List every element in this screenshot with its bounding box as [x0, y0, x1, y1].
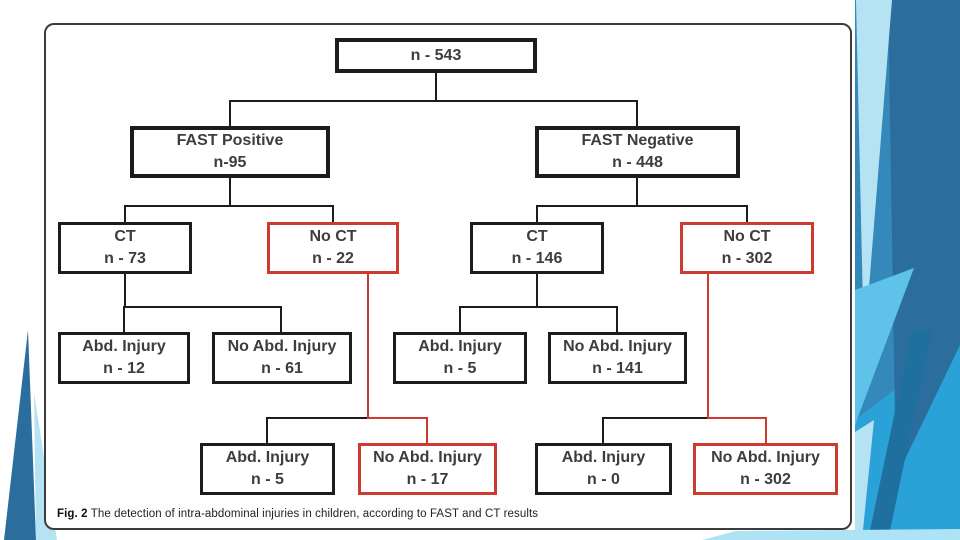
node-count: n-95: [213, 154, 247, 171]
flow-node-fp-no-ct: No CT n - 22: [267, 222, 399, 274]
flow-node-fn-ct-injury: Abd. Injury n - 5: [393, 332, 527, 384]
node-count: n - 302: [721, 250, 773, 267]
flow-node-fn-no-ct: No CT n - 302: [680, 222, 814, 274]
node-label: No CT: [309, 228, 357, 246]
node-count: n - 5: [443, 360, 477, 377]
connector-fp-noct-red-horizontal: [367, 417, 428, 419]
flow-node-fn-no-ct-injury: Abd. Injury n - 0: [535, 443, 672, 495]
node-count: n - 73: [104, 250, 146, 267]
connector-fn-noct-black-horizontal: [602, 417, 709, 419]
connector-fnct-down: [536, 273, 538, 308]
node-count: n - 0: [587, 471, 620, 488]
node-label: No Abd. Injury: [563, 338, 672, 356]
flow-node-fast-negative: FAST Negative n - 448: [535, 126, 740, 178]
connector-root-stub: [435, 71, 437, 102]
node-count: n - 12: [103, 360, 145, 377]
node-label: No Abd. Injury: [227, 338, 337, 356]
flow-node-fn-ct: CT n - 146: [470, 222, 604, 274]
node-label: CT: [526, 228, 548, 246]
connector-l1-horizontal: [229, 100, 638, 102]
connector-fn-noct-red-vertical: [707, 273, 709, 419]
node-label: Abd. Injury: [418, 338, 502, 356]
node-count: n - 61: [261, 360, 303, 377]
flow-node-fn-ct-no-injury: No Abd. Injury n - 141: [548, 332, 687, 384]
node-label: FAST Positive: [176, 132, 284, 150]
connector-fast-positive-stub: [229, 100, 231, 127]
node-label: Abd. Injury: [82, 338, 166, 356]
connector-fnct-injury-stub: [459, 306, 461, 333]
figure-caption: Fig. 2 The detection of intra-abdominal …: [57, 508, 777, 520]
node-count: n - 17: [406, 471, 449, 488]
connector-fp-noct-injury-stub: [266, 417, 268, 444]
node-label: CT: [114, 228, 136, 246]
connector-fp-ct-stub: [124, 205, 126, 223]
node-label: FAST Negative: [581, 132, 694, 150]
node-count: n - 302: [740, 471, 791, 488]
node-count: n - 5: [251, 471, 284, 488]
flow-node-fp-ct-no-injury: No Abd. Injury n - 61: [212, 332, 352, 384]
connector-fp-noct-noinjury-stub: [426, 417, 428, 444]
connector-fp-horizontal: [124, 205, 334, 207]
node-count: n - 448: [612, 154, 663, 171]
figure-caption-label: Fig. 2: [57, 508, 88, 520]
connector-fp-noct-black-horizontal: [266, 417, 369, 419]
connector-fp-noct-red-vertical: [367, 273, 369, 419]
figure-caption-text: The detection of intra-abdominal injurie…: [90, 508, 539, 520]
connector-fpct-down: [124, 273, 126, 308]
connector-fnct-horizontal: [459, 306, 618, 308]
flow-node-fp-no-ct-no-injury: No Abd. Injury n - 17: [358, 443, 497, 495]
connector-fp-noct-stub: [332, 205, 334, 223]
connector-fn-ct-stub: [536, 205, 538, 223]
connector-fn-noct-red-horizontal: [707, 417, 767, 419]
connector-fn-noct-stub: [746, 205, 748, 223]
connector-fn-noct-injury-stub: [602, 417, 604, 444]
flow-node-total: n - 543: [335, 38, 537, 73]
flow-node-fn-no-ct-no-injury: No Abd. Injury n - 302: [693, 443, 838, 495]
connector-fn-horizontal: [536, 205, 748, 207]
connector-fpct-horizontal: [123, 306, 282, 308]
connector-fpct-injury-stub: [123, 306, 125, 333]
connector-fn-down: [636, 177, 638, 207]
node-label: No Abd. Injury: [711, 449, 820, 467]
node-count: n - 22: [312, 250, 354, 267]
connector-fast-negative-stub: [636, 100, 638, 127]
flow-node-fast-positive: FAST Positive n-95: [130, 126, 330, 178]
connector-fnct-noinjury-stub: [616, 306, 618, 333]
connector-fn-noct-noinjury-stub: [765, 417, 767, 444]
flow-node-fp-ct-injury: Abd. Injury n - 12: [58, 332, 190, 384]
connector-fp-down: [229, 177, 231, 207]
flow-node-fp-no-ct-injury: Abd. Injury n - 5: [200, 443, 335, 495]
node-label: Abd. Injury: [561, 449, 646, 467]
flow-node-fp-ct: CT n - 73: [58, 222, 192, 274]
connector-fpct-noinjury-stub: [280, 306, 282, 333]
node-count: n - 141: [592, 360, 643, 377]
node-count: n - 146: [511, 250, 563, 267]
node-label: No Abd. Injury: [373, 449, 482, 467]
node-label: No CT: [723, 228, 771, 246]
node-label: Abd. Injury: [225, 449, 310, 467]
node-count: n - 543: [410, 46, 462, 64]
